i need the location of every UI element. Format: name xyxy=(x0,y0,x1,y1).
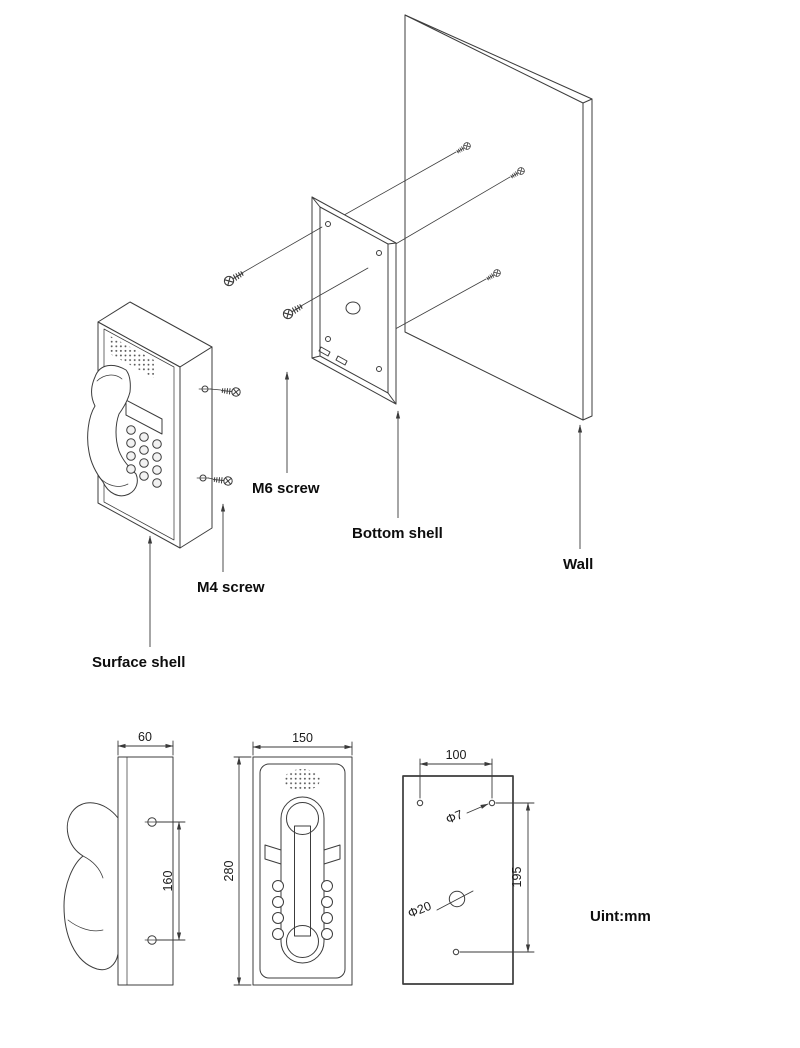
phi7-leader xyxy=(466,803,489,814)
cable-hole xyxy=(345,301,361,315)
m4-screw-icon xyxy=(220,385,242,398)
shell-tab xyxy=(335,355,348,366)
dim-100-label: 100 xyxy=(446,748,467,762)
side-view: 60 160 xyxy=(63,730,186,986)
mount-hole-top-left xyxy=(416,799,424,807)
handset-profile xyxy=(63,802,119,971)
phi20-leader xyxy=(436,890,474,911)
label-phi7: Φ7 xyxy=(444,803,489,827)
mount-hole-bottom xyxy=(452,948,460,956)
shell-screw-hole xyxy=(325,221,331,227)
callout-surface-shell: Surface shell xyxy=(92,535,185,671)
dim-280-label: 280 xyxy=(222,861,236,882)
m6-screw-icon xyxy=(281,301,305,321)
dimension-195: 195 xyxy=(459,802,535,953)
callout-wall: Wall xyxy=(563,424,593,573)
bottom-shell-drawing xyxy=(311,196,397,405)
wall-anchor-screws xyxy=(329,140,527,334)
speaker-grille xyxy=(110,336,154,378)
speaker-grille-front xyxy=(284,769,320,791)
earpiece-cup xyxy=(286,802,319,835)
surface-shell-drawing xyxy=(87,301,213,549)
bottom-shell-outline xyxy=(311,196,397,405)
back-plate-outline xyxy=(402,775,514,985)
exploded-view: M6 screw Bottom shell Wall M4 screw Surf… xyxy=(87,14,593,671)
callouts: M6 screw Bottom shell Wall M4 screw Surf… xyxy=(92,371,593,671)
front-view: 150 280 xyxy=(222,731,353,986)
dim-150-label: 150 xyxy=(292,731,313,745)
unit-note: Uint:mm xyxy=(590,908,651,925)
shell-screw-hole xyxy=(376,250,382,256)
shell-screw-hole xyxy=(325,336,331,342)
back-view: 100 195 Φ7 Φ20 xyxy=(402,748,535,985)
keypad-front xyxy=(272,880,333,940)
m6-screw-label: M6 screw xyxy=(252,480,320,497)
hook-left xyxy=(264,844,282,865)
front-panel-inset xyxy=(259,763,346,979)
handset-handle xyxy=(294,825,311,937)
dimension-280: 280 xyxy=(222,756,252,986)
surface-shell-label: Surface shell xyxy=(92,654,185,671)
dim-160-label: 160 xyxy=(161,871,175,892)
dimension-160: 160 xyxy=(156,821,186,941)
dimension-150: 150 xyxy=(252,731,353,756)
wall-drawing xyxy=(404,14,593,421)
wall-label: Wall xyxy=(563,556,593,573)
m4-screw-icon xyxy=(212,474,234,487)
wall-thickness-edge xyxy=(404,14,593,421)
wall-face xyxy=(404,14,584,421)
keypad xyxy=(126,425,162,488)
phone-side-face xyxy=(179,346,213,549)
phi7-label: Φ7 xyxy=(444,807,465,826)
m6-screw-icon xyxy=(222,268,246,288)
handset-recess xyxy=(280,796,325,964)
shell-screw-hole xyxy=(376,366,382,372)
m6-screws xyxy=(222,226,369,321)
dim-195-label: 195 xyxy=(510,867,524,888)
mount-hole-top-right xyxy=(488,799,496,807)
bottom-shell-label: Bottom shell xyxy=(352,525,443,542)
callout-bottom-shell: Bottom shell xyxy=(352,410,443,542)
cable-hole-large xyxy=(448,890,466,908)
mouthpiece-cup xyxy=(286,925,319,958)
side-mount-holes xyxy=(196,385,212,482)
hook-right xyxy=(323,844,341,865)
side-mount-hole xyxy=(144,817,160,827)
handset-drawing xyxy=(87,364,138,497)
callout-m4-screw: M4 screw xyxy=(197,503,265,596)
dimension-views: 60 160 xyxy=(63,730,651,986)
m4-screw-label: M4 screw xyxy=(197,579,265,596)
front-shell-outline xyxy=(252,756,353,986)
m4-screws xyxy=(207,385,242,487)
callout-m6-screw: M6 screw xyxy=(252,371,320,497)
shell-tab xyxy=(318,346,331,357)
dimension-100: 100 xyxy=(419,748,493,799)
dim-60-label: 60 xyxy=(138,730,152,744)
handset-cradle xyxy=(125,399,163,435)
dimension-60: 60 xyxy=(117,730,174,756)
